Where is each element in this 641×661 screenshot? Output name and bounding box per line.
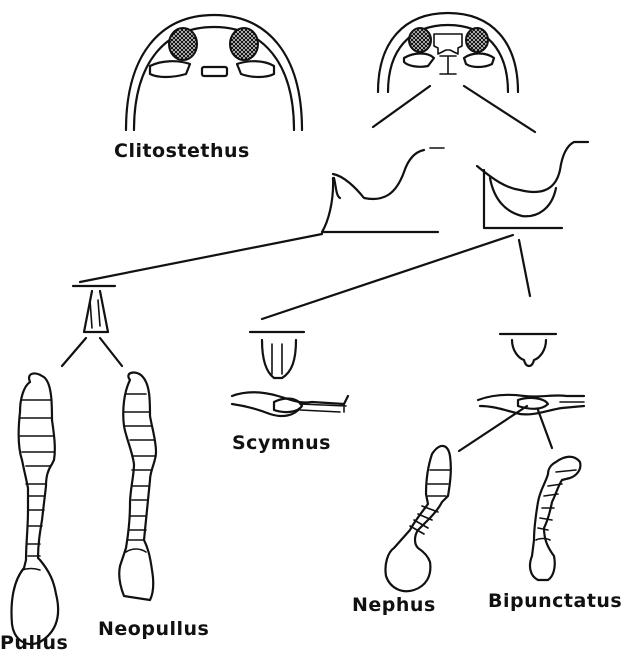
pullus-antenna bbox=[12, 374, 59, 644]
bipunctatus-antenna bbox=[530, 457, 580, 580]
right-group-structure bbox=[500, 334, 556, 366]
pullus-label: Pullus bbox=[0, 632, 68, 654]
bipunctatus-label: Bipunctatus bbox=[488, 590, 622, 612]
neopullus-antenna bbox=[119, 373, 156, 600]
pullus-group-structure bbox=[73, 286, 115, 332]
second-head bbox=[378, 13, 518, 92]
scymnus-structure bbox=[250, 332, 304, 378]
clitostethus-label: Clitostethus bbox=[114, 140, 250, 162]
left-mandible bbox=[322, 148, 444, 232]
clitostethus-head bbox=[126, 15, 302, 130]
right-group-mouthpart bbox=[478, 395, 584, 415]
right-mandible bbox=[477, 142, 588, 228]
scymnus-label: Scymnus bbox=[232, 432, 331, 454]
nephus-antenna bbox=[385, 446, 450, 591]
nephus-label: Nephus bbox=[352, 594, 436, 616]
scymnus-mouthpart bbox=[232, 392, 348, 416]
neopullus-label: Neopullus bbox=[98, 618, 209, 640]
